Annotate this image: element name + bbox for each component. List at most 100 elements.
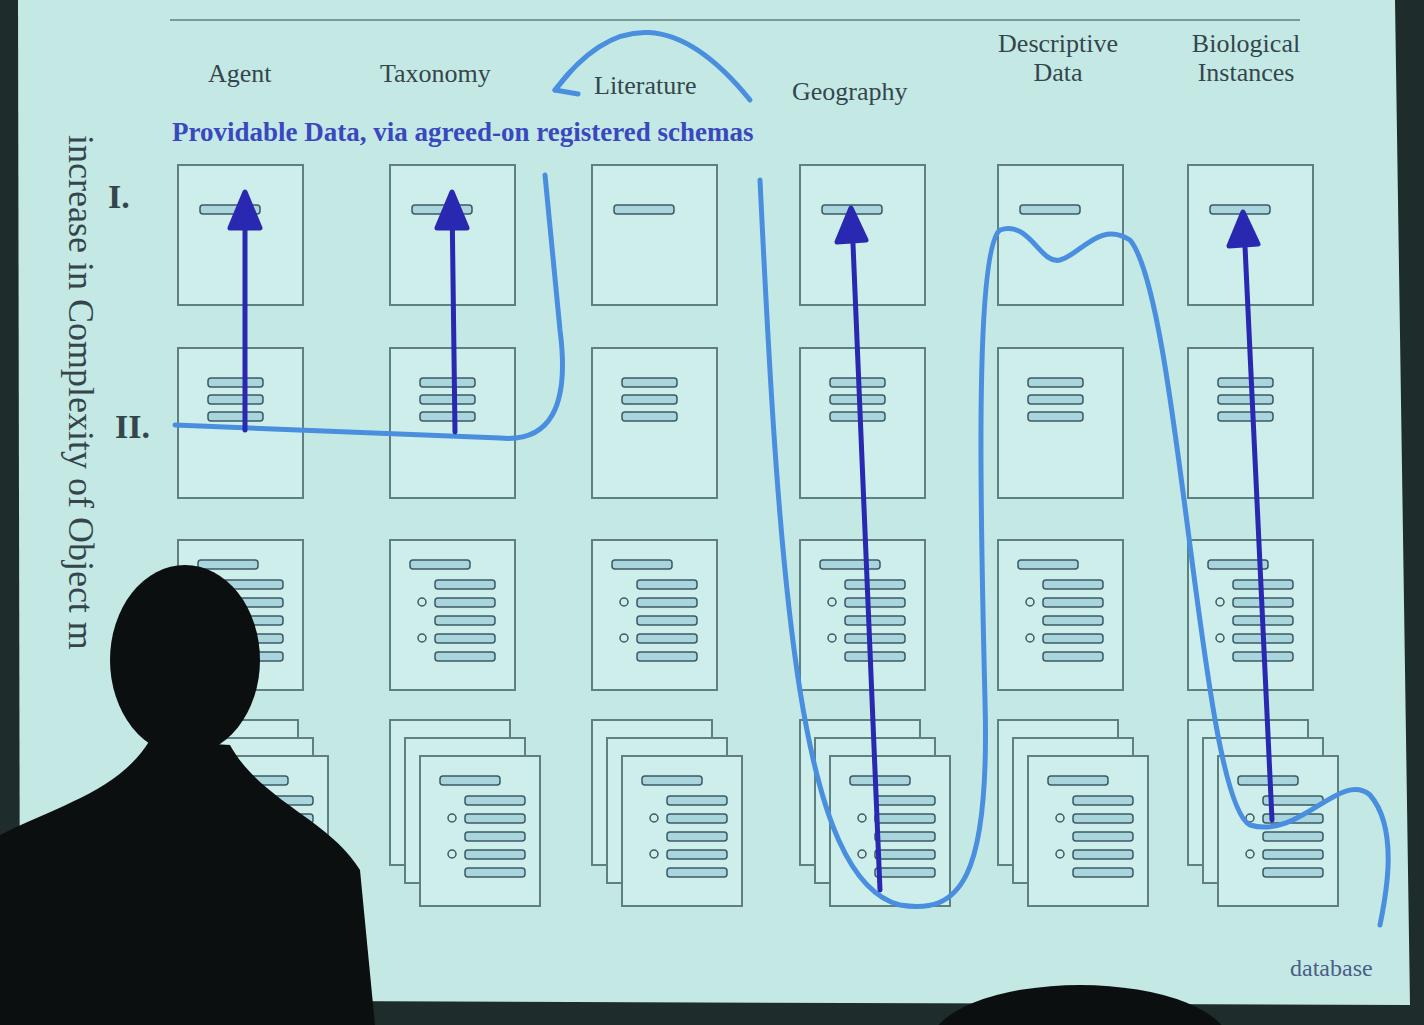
field-bar	[410, 560, 470, 569]
field-bar	[1210, 205, 1270, 214]
field-bar	[1263, 850, 1323, 859]
field-bar	[1043, 580, 1103, 589]
field-bar	[1028, 378, 1083, 387]
field-bar	[420, 412, 475, 421]
node-dot	[620, 598, 628, 606]
node-dot	[1246, 850, 1254, 858]
document-icon	[420, 756, 540, 906]
document-icon	[830, 756, 950, 906]
pen-arrowhead	[437, 192, 467, 228]
field-bar	[1043, 634, 1103, 643]
field-bar	[435, 616, 495, 625]
document-page	[178, 348, 303, 498]
node-dot	[1056, 850, 1064, 858]
document-page	[592, 540, 717, 690]
field-bar	[1028, 395, 1083, 404]
node-dot	[448, 850, 456, 858]
document-page	[420, 756, 540, 906]
document-page	[800, 540, 925, 690]
field-bar	[435, 652, 495, 661]
document-icon	[178, 165, 303, 305]
audience-silhouette	[0, 565, 1230, 1025]
field-bar	[830, 412, 885, 421]
field-bar	[1263, 868, 1323, 877]
node-dot	[448, 814, 456, 822]
field-bar	[622, 412, 677, 421]
field-bar	[875, 850, 935, 859]
field-bar	[465, 868, 525, 877]
node-dot	[418, 634, 426, 642]
pen-arrowhead	[555, 72, 578, 94]
field-bar	[435, 634, 495, 643]
document-page	[800, 165, 925, 305]
field-bar	[1043, 598, 1103, 607]
document-icon	[592, 165, 717, 305]
field-bar	[642, 776, 702, 785]
field-bar	[1263, 832, 1323, 841]
pen-arrowhead	[230, 192, 260, 228]
document-icon	[1028, 756, 1148, 906]
field-bar	[622, 395, 677, 404]
node-dot	[418, 598, 426, 606]
field-bar	[875, 796, 935, 805]
node-dot	[1026, 598, 1034, 606]
head-silhouette	[110, 565, 260, 755]
field-bar	[1218, 378, 1273, 387]
field-bar	[1073, 814, 1133, 823]
document-page	[622, 756, 742, 906]
field-bar	[845, 616, 905, 625]
document-page	[1028, 756, 1148, 906]
field-bar	[637, 580, 697, 589]
field-bar	[875, 814, 935, 823]
document-page	[592, 165, 717, 305]
field-bar	[1020, 205, 1080, 214]
slide-label: Geography	[792, 78, 908, 107]
document-icon	[800, 540, 925, 690]
field-bar	[1043, 616, 1103, 625]
node-dot	[650, 850, 658, 858]
document-page	[592, 348, 717, 498]
document-icon	[622, 756, 742, 906]
node-dot	[1026, 634, 1034, 642]
document-icon	[1218, 756, 1338, 906]
field-bar	[465, 850, 525, 859]
field-bar	[1073, 868, 1133, 877]
field-bar	[440, 776, 500, 785]
field-bar	[465, 814, 525, 823]
field-bar	[845, 652, 905, 661]
field-bar	[1218, 395, 1273, 404]
field-bar	[465, 832, 525, 841]
field-bar	[1073, 832, 1133, 841]
document-icon	[998, 348, 1123, 498]
field-bar	[614, 205, 674, 214]
field-bar	[208, 378, 263, 387]
field-bar	[435, 598, 495, 607]
document-icon	[800, 165, 925, 305]
document-icon	[592, 540, 717, 690]
field-bar	[875, 832, 935, 841]
document-icon	[390, 540, 515, 690]
field-bar	[465, 796, 525, 805]
slide-label: II.	[115, 408, 150, 445]
slide-label: Agent	[208, 60, 272, 89]
node-dot	[1216, 598, 1224, 606]
node-dot	[620, 634, 628, 642]
field-bar	[208, 412, 263, 421]
slide-label: Taxonomy	[380, 60, 491, 89]
field-bar	[435, 580, 495, 589]
field-bar	[1073, 850, 1133, 859]
document-page	[390, 540, 515, 690]
document-icon	[998, 540, 1123, 690]
field-bar	[845, 580, 905, 589]
rule-line	[170, 19, 1300, 21]
document-page	[998, 348, 1123, 498]
node-dot	[1056, 814, 1064, 822]
field-bar	[208, 395, 263, 404]
axis-label: increase in Complexity of Object m	[60, 135, 100, 650]
node-dot	[1216, 634, 1224, 642]
field-bar	[875, 868, 935, 877]
slide-label: Literature	[594, 72, 697, 101]
pen-arrow	[852, 220, 880, 890]
pen-arrow	[1244, 225, 1272, 820]
pen-arrowhead	[837, 208, 866, 242]
